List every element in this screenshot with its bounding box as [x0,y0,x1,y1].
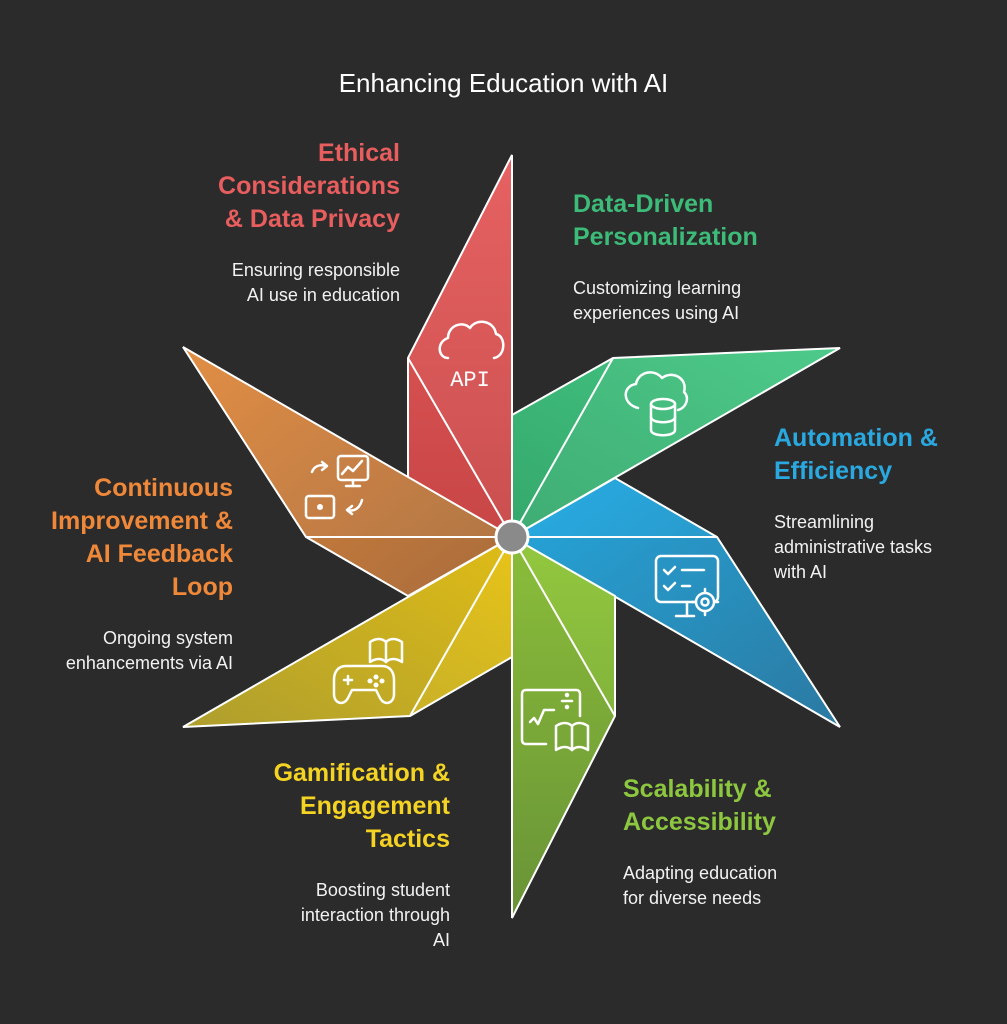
section-heading: Automation & Efficiency [774,424,938,485]
math-board-book-icon [520,688,590,752]
section-description: Customizing learning experiences using A… [573,278,742,323]
diagram-title: Enhancing Education with AI [338,68,669,98]
section-description: Ongoing system enhancements via AI [65,628,233,673]
section-heading: Data-Driven Personalization [573,190,758,251]
blade-continuous-improvement [182,346,513,598]
section-heading: Gamification & Engagement Tactics [273,759,450,853]
section-description: Streamlining administrative tasks with A… [774,512,933,582]
section-automation-efficiency: Automation & Efficiency Streamlining adm… [774,422,999,585]
section-description: Boosting student interaction through AI [300,880,450,950]
section-gamification-engagement: Gamification & Engagement Tactics Boosti… [230,757,450,953]
center-hub [494,519,530,555]
blade-ethical-considerations [407,154,513,538]
section-data-driven-personalization: Data-Driven Personalization Customizing … [573,188,833,326]
section-scalability-accessibility: Scalability & Accessibility Adapting edu… [623,773,863,911]
checklist-gear-icon [654,554,720,618]
section-description: Adapting education for diverse needs [623,863,778,908]
section-heading: Continuous Improvement & AI Feedback Loo… [51,474,233,601]
api-icon-label: API [450,368,490,393]
section-description: Ensuring responsible AI use in education [231,260,400,305]
feedback-loop-icon [304,454,370,520]
cloud-database-icon [624,371,689,437]
section-continuous-improvement: Continuous Improvement & AI Feedback Loo… [20,472,233,676]
section-ethical-considerations: Ethical Considerations & Data Privacy En… [160,137,400,308]
gamepad-book-icon [332,637,404,705]
section-heading: Ethical Considerations & Data Privacy [218,139,400,233]
cloud-api-icon: API [438,320,505,393]
blade-scalability-accessibility [511,536,616,919]
section-heading: Scalability & Accessibility [623,775,776,836]
